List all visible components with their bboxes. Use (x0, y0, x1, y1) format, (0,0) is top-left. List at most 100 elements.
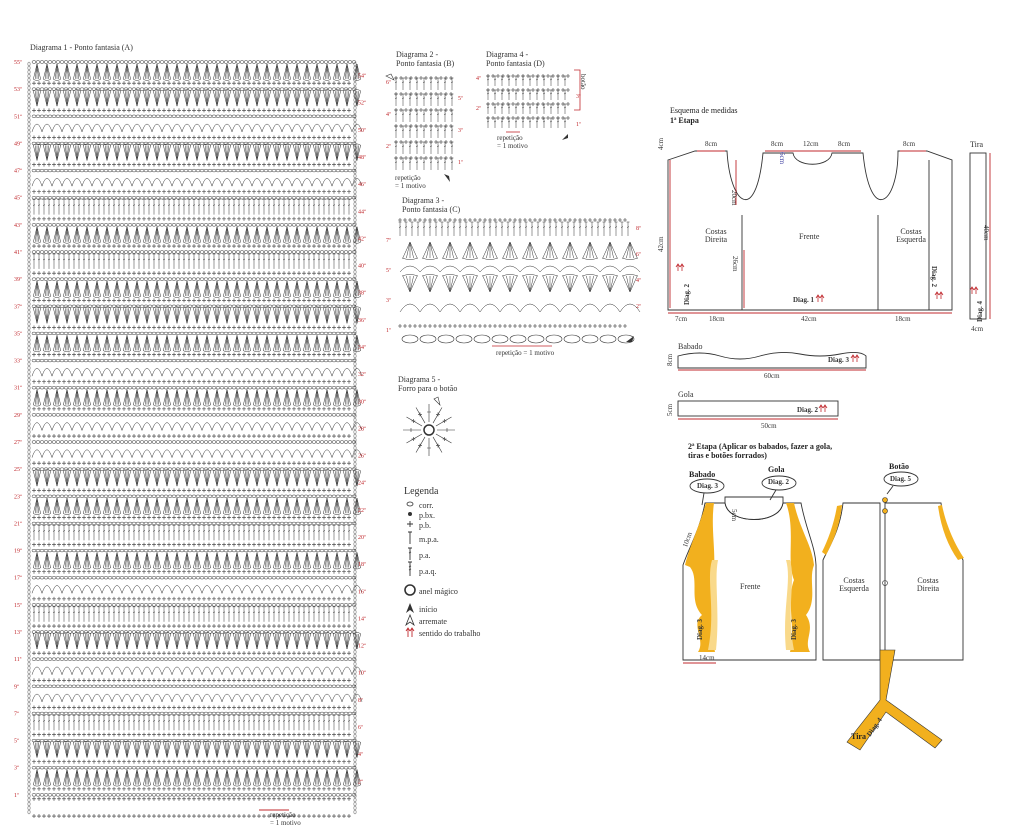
dim-neck: 6cm (778, 152, 786, 165)
row-label-right: 46ª (358, 182, 366, 188)
fan-row (32, 281, 362, 298)
fan-row (32, 226, 362, 244)
row-label-left: 37ª (14, 304, 22, 310)
double-crochet-row (32, 253, 351, 269)
fan-row (32, 63, 362, 81)
stage2-label-tira: Tira (851, 732, 866, 741)
dc-shape (408, 547, 412, 560)
start-arrow-icon (562, 134, 568, 140)
chain-row (31, 277, 357, 281)
repeat-bracket (574, 69, 581, 111)
row-label-left: 4ª (386, 112, 391, 118)
gola-piece (724, 496, 784, 520)
legend-label: p.a.q. (419, 567, 437, 576)
single-crochet-row (32, 624, 351, 629)
row-label-left: 5ª (14, 739, 19, 745)
dim-top-4: 8cm (838, 140, 851, 148)
single-crochet-row (394, 124, 453, 128)
single-crochet-row (32, 244, 351, 249)
single-crochet-row (32, 569, 351, 574)
dim-inner: 26cm (731, 256, 739, 272)
single-crochet-row (32, 298, 351, 303)
stage2-label-babado: Babado (689, 470, 716, 479)
chain-row (31, 141, 357, 146)
fan-row (32, 143, 362, 161)
legend-label: p.b. (419, 521, 431, 530)
finish-arrow-icon (385, 73, 395, 81)
chain-arch-row (31, 123, 363, 132)
row-label-right: 48ª (358, 155, 366, 161)
row-label-right: 1ª (576, 122, 581, 128)
direction-arrow-icon (815, 294, 825, 302)
row-label-left: 39ª (14, 277, 22, 283)
row-label-right: 44ª (358, 209, 366, 215)
chain-row (31, 168, 357, 173)
chain-row (31, 684, 357, 688)
back-left-frill (822, 505, 842, 555)
row-label-left: 49ª (14, 141, 22, 147)
dim-tira-width: 4cm (971, 325, 984, 333)
row-label-left: 13ª (14, 630, 22, 636)
single-crochet-row (32, 216, 351, 221)
row-label-left: 33ª (14, 359, 22, 365)
single-crochet-row (32, 596, 351, 601)
legend-label: arremate (419, 617, 447, 626)
single-crochet-row (32, 488, 351, 493)
chain-row (31, 603, 357, 607)
single-crochet-row (32, 162, 351, 167)
row-label-left: 1ª (14, 793, 19, 799)
tira-shape (969, 152, 987, 320)
chain-row (31, 766, 357, 770)
fan-row (32, 306, 362, 324)
bubble-diag2: Diag. 2 (768, 478, 789, 486)
diagram1-chart: 55ª53ª51ª49ª47ª45ª43ª41ª39ª37ª35ª33ª31ª2… (14, 60, 366, 819)
dim-armhole: 20cm (730, 190, 738, 206)
label-frente: Frente (799, 232, 820, 241)
chain-arch-row (31, 693, 363, 702)
single-crochet-row (32, 81, 351, 86)
diagram5-subtitle: Forro para o botão (398, 384, 458, 393)
label-tira: Tira (970, 140, 984, 149)
fan-row (32, 632, 362, 649)
finish-arrow-icon (433, 396, 441, 406)
babado-right-pale (785, 560, 794, 650)
row-label-right: 30ª (358, 399, 366, 405)
start-shape (406, 603, 414, 613)
chain-row (31, 440, 357, 444)
row-label-left: 41ª (14, 250, 22, 256)
row-label-left: 43ª (14, 223, 22, 229)
row-label-left: 3ª (14, 766, 19, 772)
ring-shape (404, 584, 416, 596)
chain-row (31, 331, 357, 336)
chain-row (31, 196, 357, 200)
row-label-left: 5ª (386, 268, 391, 274)
single-crochet-row (32, 678, 351, 683)
row-label-right: 5ª (458, 96, 463, 102)
dim-left-1: 4cm (657, 137, 665, 150)
row-label-left: 21ª (14, 521, 22, 527)
chain-icon (406, 501, 414, 507)
babado-width: 60cm (764, 372, 780, 380)
chain-arch-row (31, 368, 363, 377)
fan-row (32, 498, 362, 515)
row-label-right: 32ª (358, 372, 366, 378)
magic-ring-icon (423, 424, 435, 436)
row-label-right: 16ª (358, 589, 366, 595)
callout-bubble (883, 471, 919, 487)
legend-label: sentido do trabalho (419, 629, 481, 638)
chain-arch-row (31, 666, 363, 675)
single-crochet-row (32, 434, 351, 439)
button-icon (882, 508, 888, 514)
dim-top-1: 8cm (705, 140, 718, 148)
double-crochet-row (32, 199, 351, 215)
fan-row (401, 274, 639, 293)
row-label-left: 2ª (386, 144, 391, 150)
row-label-right: 10ª (358, 671, 366, 677)
fan-row (32, 469, 362, 487)
row-label-right: 18ª (358, 562, 366, 568)
magic-ring-icon (404, 584, 416, 596)
single-crochet-row (32, 406, 351, 411)
single-crochet-row (398, 218, 627, 222)
